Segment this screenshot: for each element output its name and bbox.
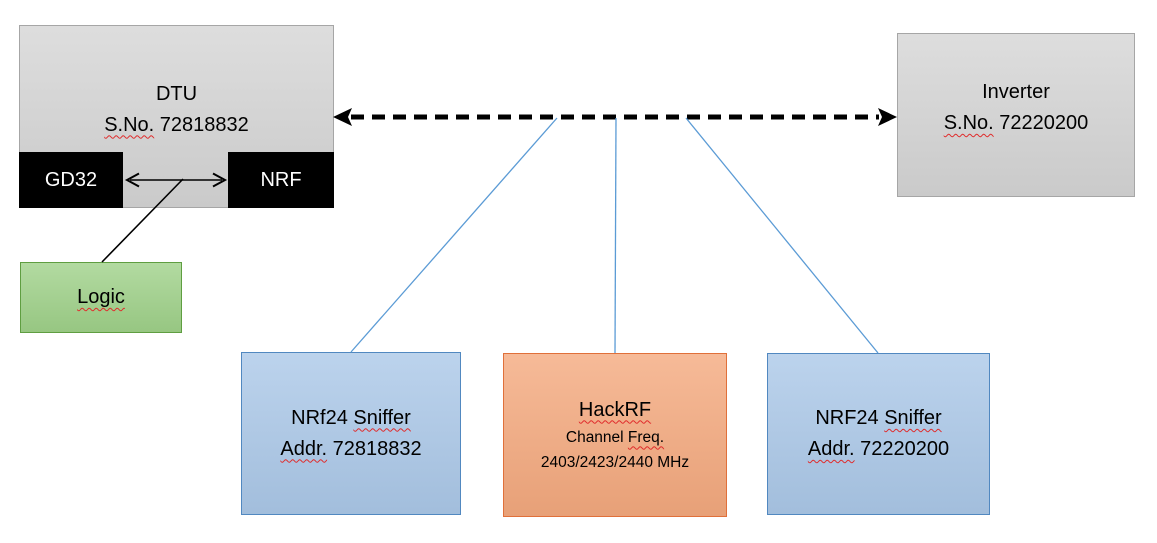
hackrf-box: HackRF Channel Freq. 2403/2423/2440 MHz	[503, 353, 727, 517]
nrf-box: NRF	[228, 152, 334, 208]
sniffer-left-model: NRf24	[291, 406, 354, 429]
inverter-title: Inverter	[982, 81, 1050, 103]
logic-label: Logic	[77, 286, 125, 308]
hackrf-title: HackRF	[579, 395, 651, 426]
connector-hackrf	[614, 117, 617, 354]
sniffer-right-addr-label: Addr.	[807, 438, 855, 460]
sniffer-left-title: NRf24 Sniffer	[291, 403, 411, 434]
sniffer-right-title: NRF24 Sniffer	[815, 403, 941, 434]
hackrf-title-text: HackRF	[578, 398, 652, 421]
dtu-inverter-dashed-arrow	[333, 108, 897, 126]
inverter-serial: S.No. 72220200	[944, 108, 1089, 139]
sniffer-right-model: NRF24	[815, 407, 885, 429]
dtu-text: DTU S.No. 72818832	[104, 79, 249, 141]
inverter-text: Inverter S.No. 72220200	[944, 77, 1089, 139]
hackrf-channel-line: Channel Freq.	[566, 426, 664, 451]
sniffer-right-addr: Addr. 72220200	[808, 434, 949, 465]
hackrf-frequencies: 2403/2423/2440 MHz	[540, 453, 690, 471]
sniffer-left-addr-value: 72818832	[327, 437, 422, 460]
sniffer-left-addr-label: Addr.	[280, 437, 328, 460]
inverter-serial-label: S.No.	[943, 112, 994, 134]
sniffer-left-model-word: Sniffer	[353, 406, 411, 429]
dtu-title: DTU	[155, 82, 198, 105]
connector-sniffer-left	[350, 117, 558, 353]
nrf-label: NRF	[260, 168, 302, 191]
sniffer-right-box: NRF24 Sniffer Addr. 72220200	[767, 353, 990, 515]
dtu-box: DTU S.No. 72818832	[19, 25, 334, 208]
hackrf-channel-prefix: Channel	[565, 428, 628, 446]
inverter-box: Inverter S.No. 72220200	[897, 33, 1135, 197]
gd32-box: GD32	[19, 152, 123, 208]
connector-sniffer-right	[685, 117, 879, 354]
sniffer-left-box: NRf24 Sniffer Addr. 72818832	[241, 352, 461, 515]
dtu-serial-value: 72818832	[154, 113, 249, 136]
gd32-label: GD32	[44, 168, 98, 191]
sniffer-left-addr: Addr. 72818832	[280, 434, 421, 465]
inverter-serial-value: 72220200	[993, 112, 1089, 134]
sniffer-right-addr-value: 72220200	[854, 438, 950, 460]
dtu-serial-label: S.No.	[104, 113, 155, 136]
dtu-serial: S.No. 72818832	[104, 110, 249, 141]
hackrf-channel-word: Freq.	[627, 428, 665, 446]
sniffer-right-model-word: Sniffer	[884, 407, 942, 429]
logic-box: Logic	[20, 262, 182, 333]
